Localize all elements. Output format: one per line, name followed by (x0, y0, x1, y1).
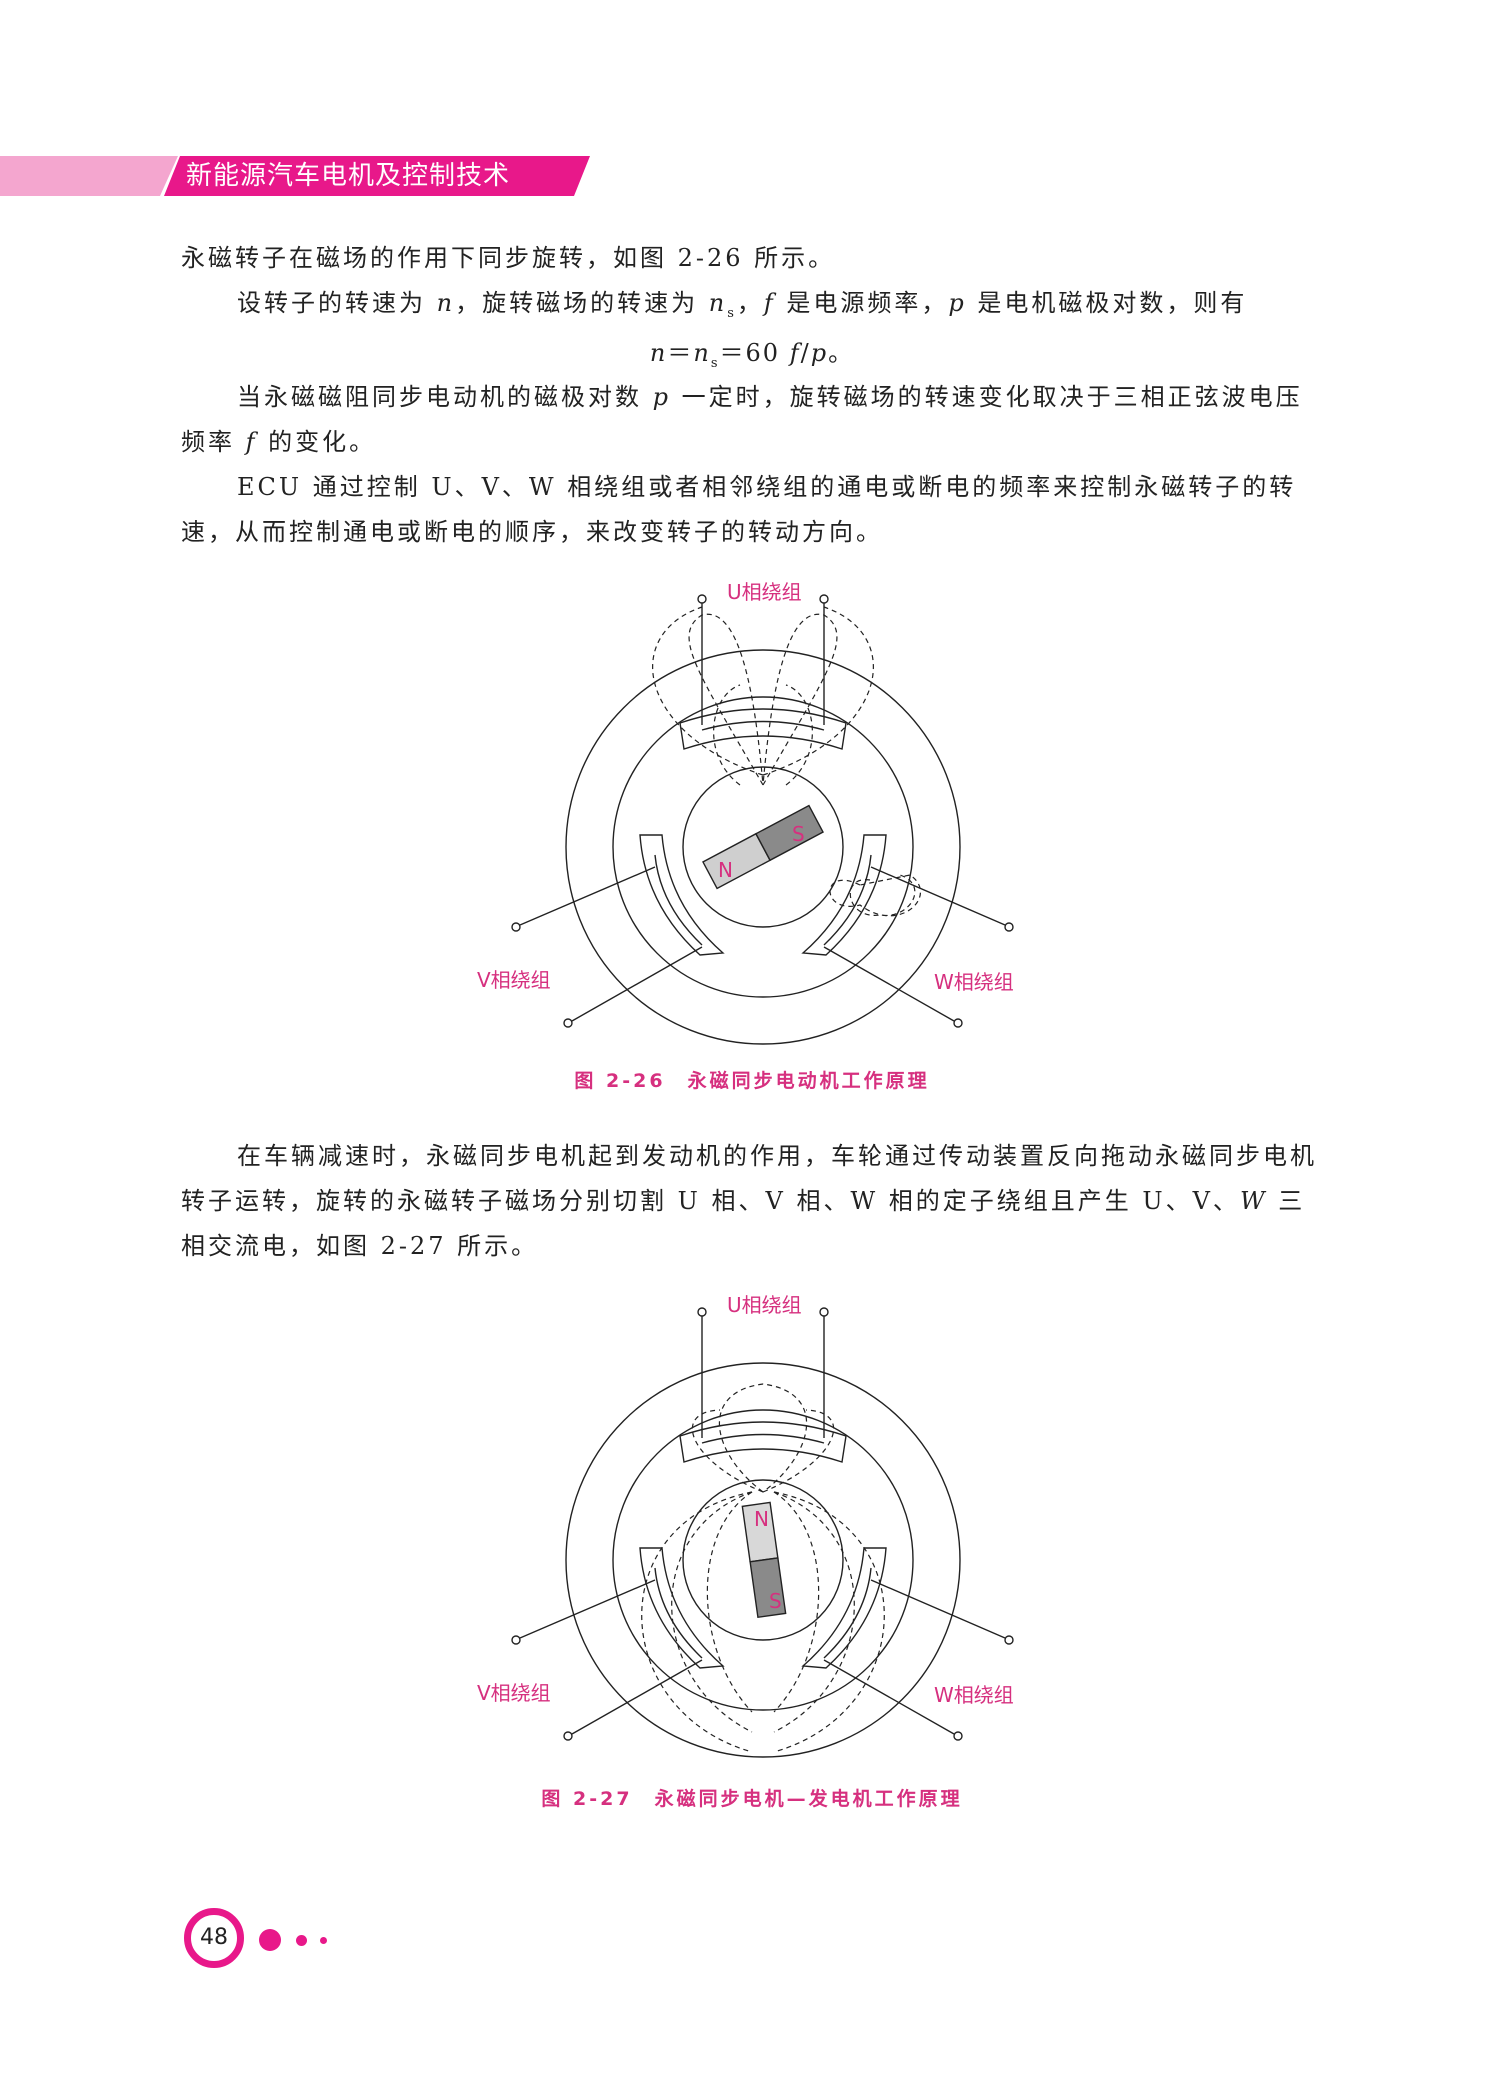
w-pole-shoe (801, 834, 887, 956)
stator-outer-circle (565, 649, 961, 1045)
rotor-magnet-2 (741, 1501, 787, 1619)
figure-2-26: N S U相绕组 V相绕组 W相绕组 (440, 575, 1060, 1049)
page-dot-large (259, 1929, 281, 1951)
v-pole-shoe (639, 834, 725, 956)
header-band-shape (0, 156, 590, 196)
paragraph-3: 当永磁磁阻同步电动机的磁极对数 p 一定时，旋转磁场的转速变化取决于三相正弦波电… (181, 383, 1303, 456)
rotor-magnet-1 (702, 804, 824, 890)
v-phase-label-1: V相绕组 (477, 968, 551, 992)
stator-inner-circle (612, 696, 914, 998)
u-pole-shoe (679, 708, 847, 750)
page-number: 48 (184, 1908, 244, 1968)
motor-diagram-2: N S U相绕组 V相绕组 W相绕组 (477, 1293, 1014, 1758)
w-phase-label-2: W相绕组 (934, 1683, 1014, 1707)
paragraph-4: ECU 通过控制 U、V、W 相绕组或者相邻绕组的通电或断电的频率来控制永磁转子… (181, 473, 1297, 546)
magnet-n-label-1: N (718, 858, 733, 882)
caption-2-26: 图 2-26 永磁同步电动机工作原理 (574, 1070, 930, 1092)
v-phase-label-2: V相绕组 (477, 1681, 551, 1705)
u-phase-label-2: U相绕组 (727, 1293, 802, 1317)
header-title: 新能源汽车电机及控制技术 (186, 161, 511, 191)
motor-diagram-1: N S U相绕组 V相绕组 W相绕组 (477, 580, 1014, 1045)
formula: n＝ns＝60 f/p。 (649, 339, 855, 371)
magnet-s-label-1: S (792, 822, 805, 846)
magnet-s-label-2: S (769, 1589, 782, 1613)
u-phase-label-1: U相绕组 (727, 580, 802, 604)
paragraph-1: 永磁转子在磁场的作用下同步旋转，如图 2-26 所示。 (181, 244, 836, 272)
w-phase-label-1: W相绕组 (934, 970, 1014, 994)
paragraph-5: 在车辆减速时，永磁同步电机起到发动机的作用，车轮通过传动装置反向拖动永磁同步电机… (181, 1142, 1317, 1260)
paragraph-2: 设转子的转速为 n，旋转磁场的转速为 ns，f 是电源频率，p 是电机磁极对数，… (237, 289, 1248, 321)
header-band (0, 156, 590, 196)
page-dot-medium (296, 1935, 307, 1946)
caption-2-27: 图 2-27 永磁同步电机—发电机工作原理 (541, 1788, 963, 1810)
rotor-circle (682, 766, 844, 928)
magnet-n-label-2: N (754, 1507, 769, 1531)
figure-2-27: N S U相绕组 V相绕组 W相绕组 (440, 1292, 1060, 1766)
page-dot-small (320, 1937, 327, 1944)
